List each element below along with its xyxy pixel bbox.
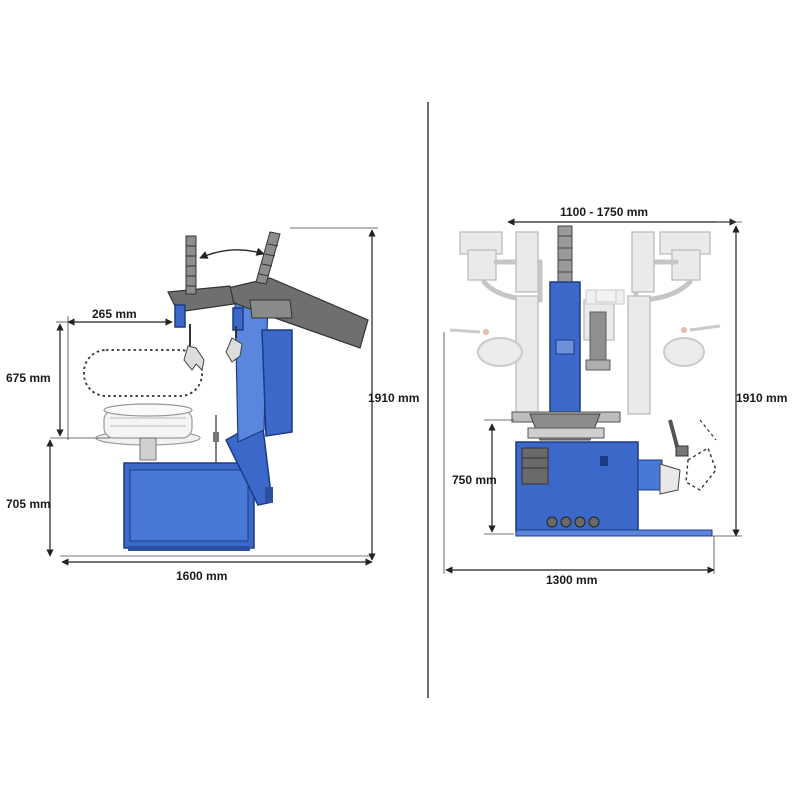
front-view: 1100 - 1750 mm 1910 mm 750 mm 1300 mm <box>443 205 787 587</box>
wheel-rim <box>95 403 201 461</box>
front-dimension-lines <box>443 218 742 574</box>
dim-overall-height: 1910 mm <box>368 391 419 405</box>
side-view: 265 mm 675 mm 705 mm 1910 mm 1600 mm <box>6 227 419 583</box>
front-cabinet <box>515 441 713 537</box>
dim-overall-width: 1300 mm <box>546 573 597 587</box>
dim-front-overall-height: 1910 mm <box>736 391 787 405</box>
dim-overall-length: 1600 mm <box>176 569 227 583</box>
vertical-spring-right <box>255 231 281 285</box>
bead-breaker <box>637 419 717 495</box>
turntable <box>511 411 621 441</box>
upper-arm <box>167 277 369 372</box>
dim-table-height: 705 mm <box>6 497 51 511</box>
center-column <box>549 225 581 413</box>
vertical-spring-left <box>185 235 197 295</box>
swing-arrow <box>199 247 265 259</box>
base-cabinet <box>123 415 255 551</box>
dim-arm-span: 1100 - 1750 mm <box>560 205 648 219</box>
dim-wheel-lift: 675 mm <box>6 371 51 385</box>
side-dimension-lines <box>46 227 378 566</box>
ghost-arms <box>449 231 721 417</box>
dim-front-table-height: 750 mm <box>452 473 497 487</box>
dim-arm-reach: 265 mm <box>92 307 137 321</box>
tyre-outline-dotted <box>83 349 203 397</box>
